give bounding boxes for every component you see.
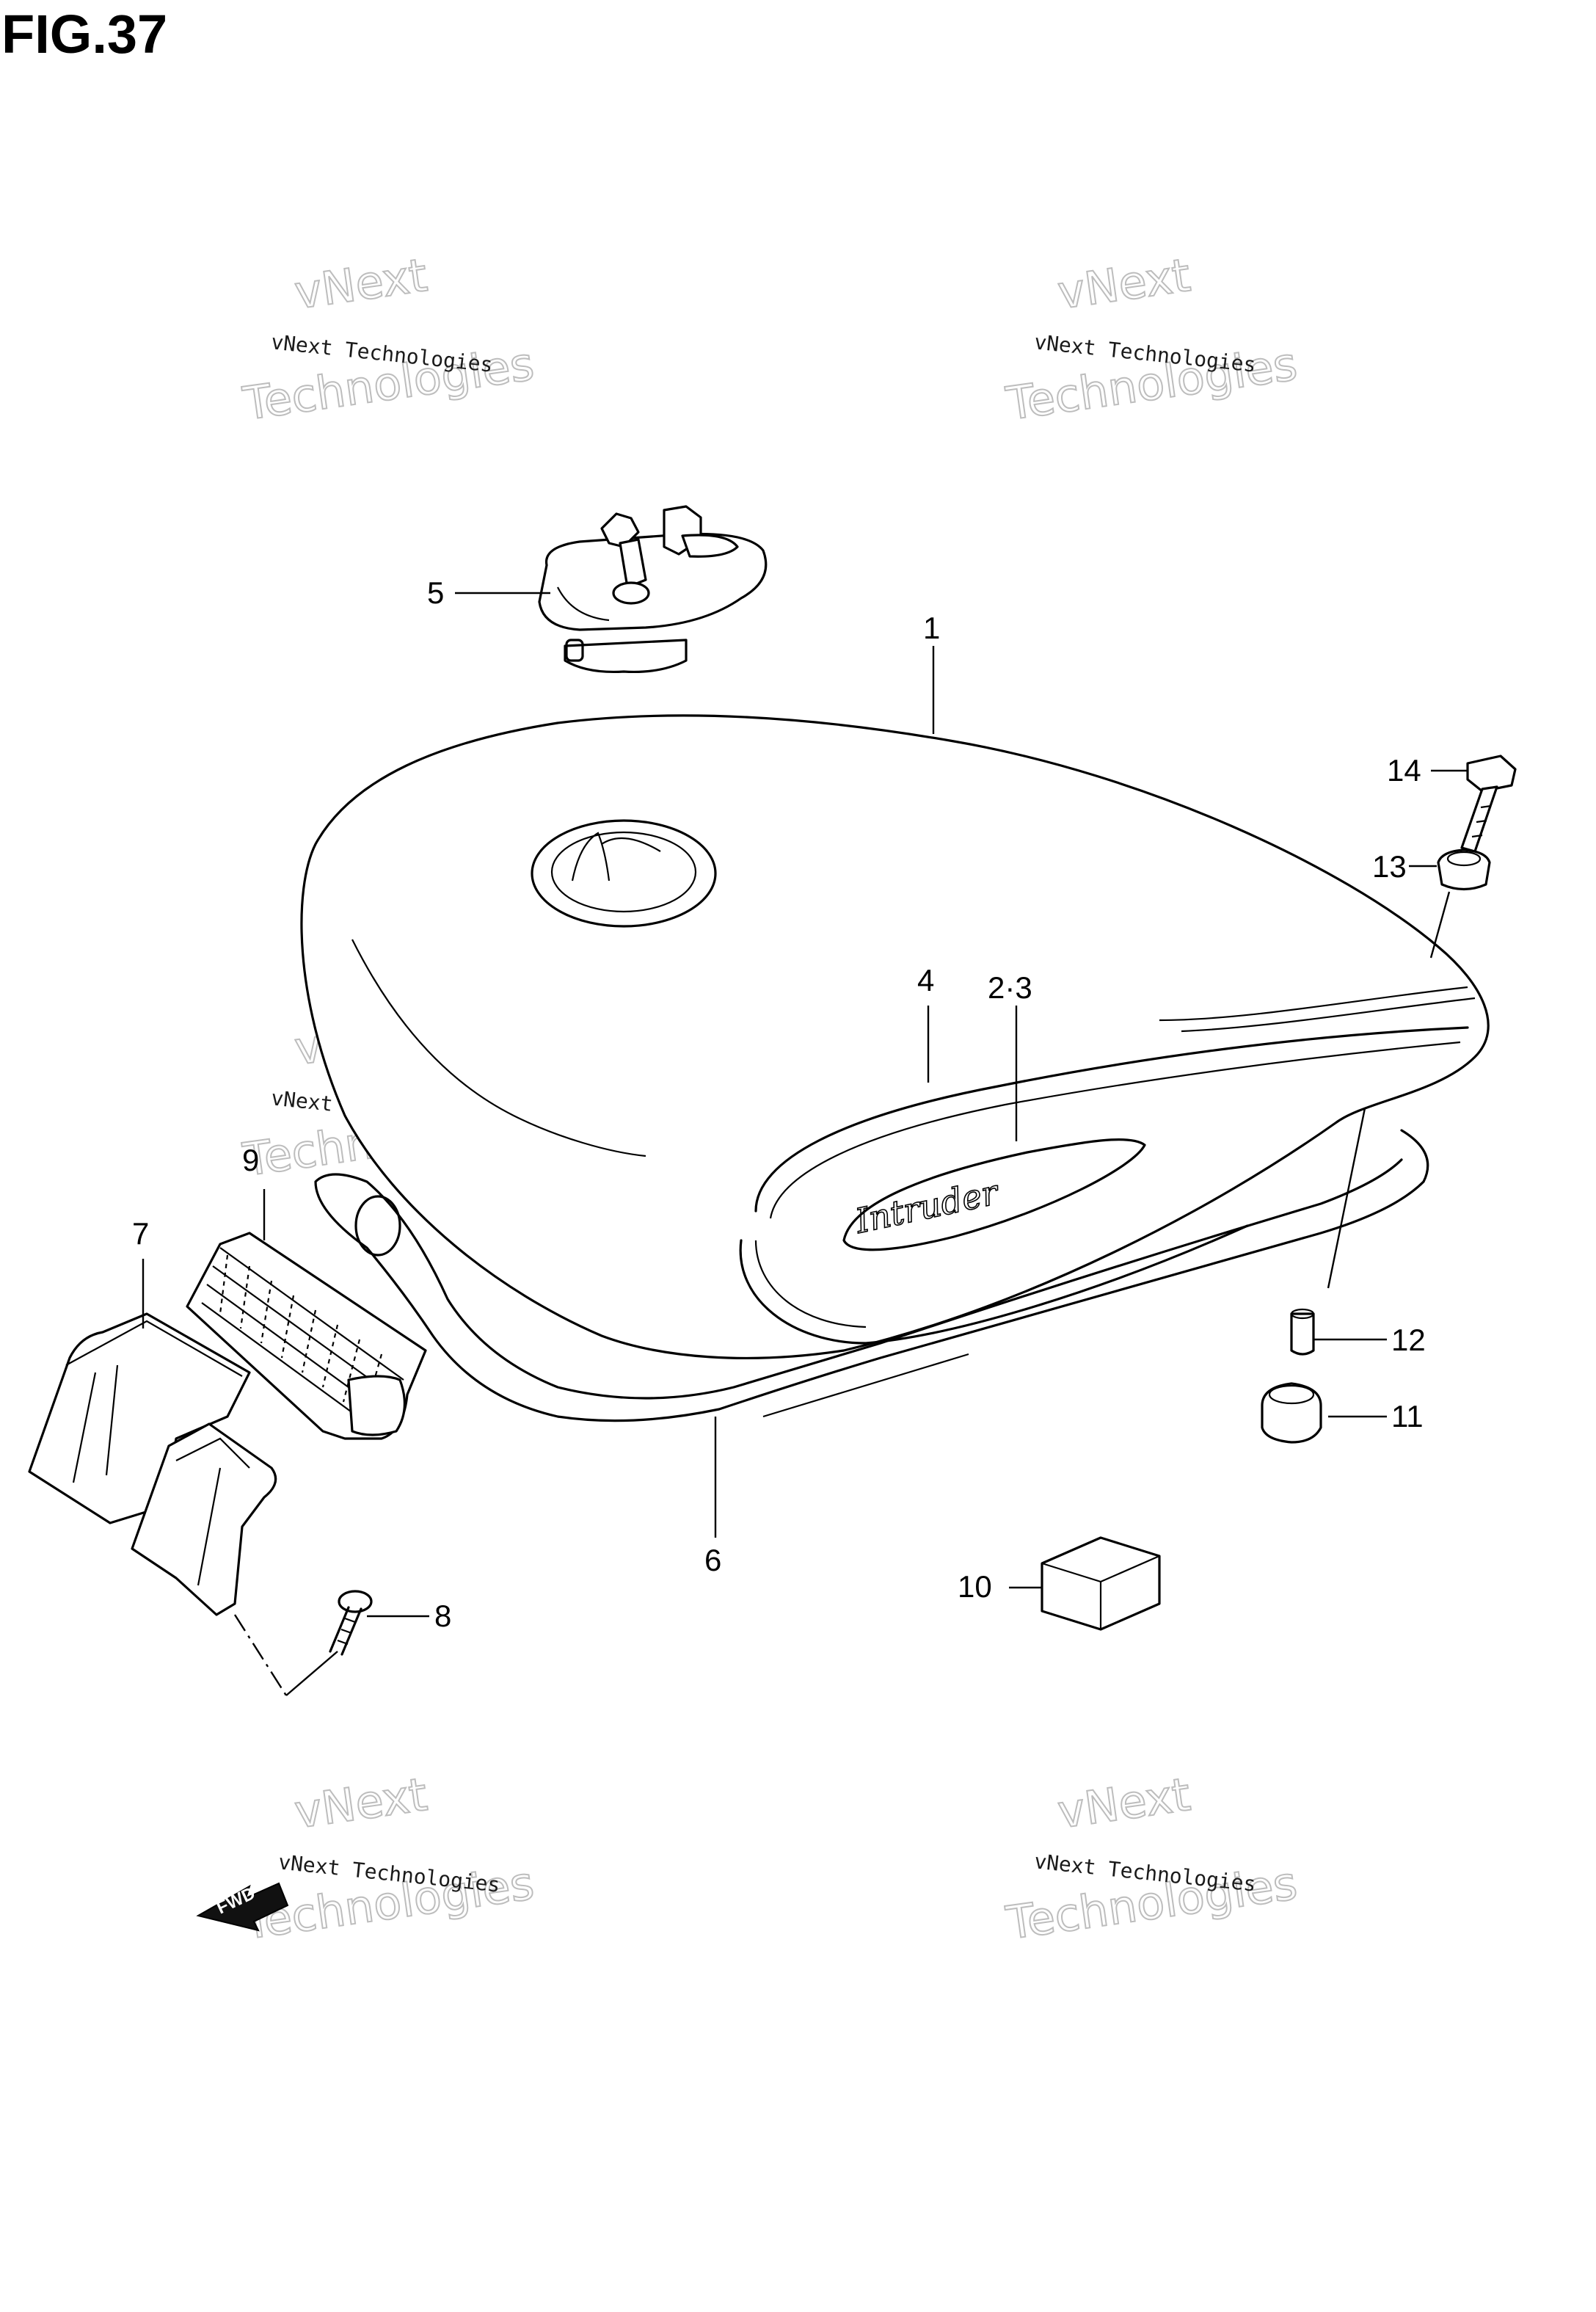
callout-11: 11 [1391, 1399, 1424, 1433]
callout-6: 6 [704, 1543, 721, 1577]
part-9-grommet [186, 1232, 427, 1440]
watermark-top-left: vNext Technologies vNext Technologies [238, 247, 538, 432]
callout-1: 1 [923, 611, 940, 645]
part-10-cushion [1041, 1536, 1161, 1631]
part-7-bracket [28, 1312, 338, 1696]
watermark-word: vNext [291, 1767, 431, 1839]
leader-lines [142, 592, 1468, 1618]
callout-12: 12 [1391, 1323, 1426, 1357]
figure-title: FIG.37 [1, 4, 167, 65]
watermark-word: vNext [1054, 248, 1194, 319]
part-6-trim-strip [314, 1129, 1429, 1422]
watermark-top-right: vNext Technologies vNext Technologies [1002, 247, 1301, 432]
part-1-fuel-tank: Intruder [300, 714, 1490, 1359]
part-14-bolt [1460, 755, 1517, 853]
part-5-fuel-cap [538, 505, 768, 673]
part-11-damper [1261, 1382, 1322, 1444]
callout-13: 13 [1372, 849, 1407, 884]
watermark-bottom-right: vNext Technologies vNext Technologies [1002, 1767, 1301, 1951]
callout-2-3: 2·3 [988, 970, 1032, 1005]
part-13-cushion [1437, 848, 1491, 891]
callout-8: 8 [434, 1599, 451, 1633]
callout-5: 5 [427, 575, 444, 610]
callout-10: 10 [958, 1569, 992, 1604]
callout-4: 4 [917, 963, 934, 997]
callout-14: 14 [1387, 753, 1421, 788]
watermark-word: vNext [1054, 1767, 1194, 1839]
callout-9: 9 [242, 1143, 259, 1177]
callout-labels: 5 1 4 2·3 9 7 6 8 10 11 12 13 14 [132, 575, 1426, 1633]
part-12-collar [1290, 1308, 1315, 1356]
watermark-word: vNext [291, 248, 431, 319]
watermark-bottom-left: vNext Technologies vNext Technologies [238, 1767, 538, 1951]
callout-7: 7 [132, 1216, 149, 1251]
part-8-screw [329, 1590, 373, 1656]
